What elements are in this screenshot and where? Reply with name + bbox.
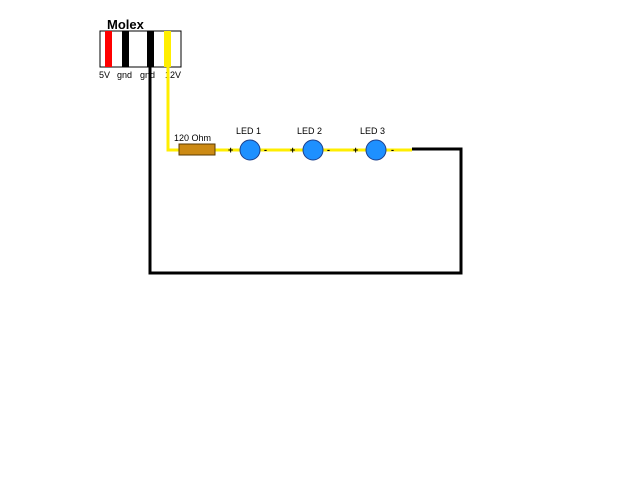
led-3-label: LED 3 bbox=[360, 126, 385, 136]
led-1-plus: + bbox=[228, 145, 233, 155]
connector-title: Molex bbox=[107, 17, 145, 32]
resistor-label: 120 Ohm bbox=[174, 133, 211, 143]
pin-label-gnd-1: gnd bbox=[117, 70, 132, 80]
pin-strip-gnd-2 bbox=[147, 31, 154, 67]
led-2-bulb bbox=[302, 139, 324, 161]
positive-wire bbox=[166, 67, 412, 152]
led-3-plus: + bbox=[353, 145, 358, 155]
pin-strip-5v bbox=[105, 31, 112, 67]
led-2-plus: + bbox=[290, 145, 295, 155]
resistor-body bbox=[178, 143, 216, 156]
led-3: LED 3 + - bbox=[353, 126, 394, 161]
pin-strip-12v bbox=[164, 31, 171, 67]
pin-label-12v: 12V bbox=[165, 70, 181, 80]
led-1-minus: - bbox=[264, 145, 267, 155]
led-1: LED 1 + - bbox=[228, 126, 267, 161]
led-2-label: LED 2 bbox=[297, 126, 322, 136]
molex-connector: Molex 5V gnd gnd 12V bbox=[99, 17, 182, 80]
pin-label-5v: 5V bbox=[99, 70, 110, 80]
ground-wire bbox=[148, 67, 463, 275]
led-1-bulb bbox=[239, 139, 261, 161]
led-3-minus: - bbox=[391, 145, 394, 155]
pin-strip-gnd-1 bbox=[122, 31, 129, 67]
led-2-minus: - bbox=[327, 145, 330, 155]
led-3-bulb bbox=[365, 139, 387, 161]
pin-label-gnd-2: gnd bbox=[140, 70, 155, 80]
led-2: LED 2 + - bbox=[290, 126, 330, 161]
led-1-label: LED 1 bbox=[236, 126, 261, 136]
resistor: 120 Ohm bbox=[174, 133, 216, 156]
